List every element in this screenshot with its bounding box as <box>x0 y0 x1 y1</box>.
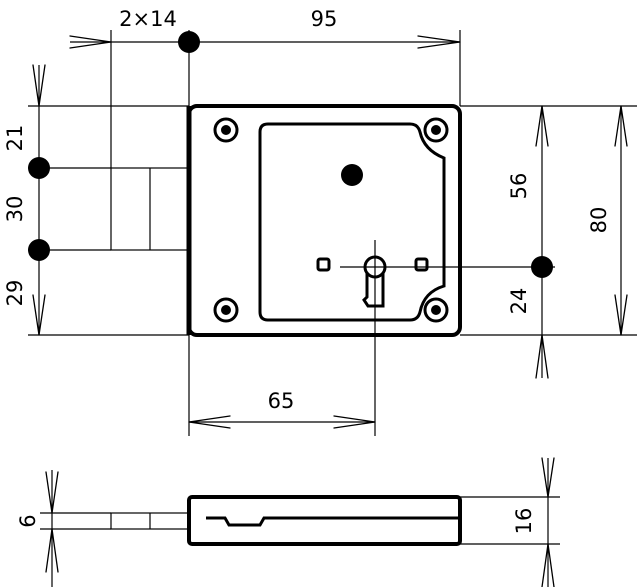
front-view <box>28 30 637 436</box>
side-body <box>187 495 462 546</box>
cover-plate <box>258 122 446 322</box>
screw-bottom-right <box>423 297 449 323</box>
dim-bolt-thickness-label: 6 <box>16 514 40 527</box>
screw-top-right <box>423 117 449 143</box>
dim-pitch-label: 2×14 <box>119 7 177 31</box>
keyhole <box>316 255 429 308</box>
dim-height-label: 80 <box>587 207 611 234</box>
screw-bottom-left <box>213 297 239 323</box>
dim-depth-label: 16 <box>512 508 536 535</box>
dim-bolt-pitch-label: 30 <box>3 196 27 223</box>
side-view <box>40 457 560 587</box>
dim-width-label: 95 <box>311 7 338 31</box>
dim-backset-label: 65 <box>268 389 295 413</box>
dim-bolt-bottom-label: 29 <box>3 280 27 307</box>
dim-bolt-top-label: 21 <box>3 125 27 152</box>
dim-keyhole-label: 24 <box>507 288 531 315</box>
screw-top-left <box>213 117 239 143</box>
follower-hole <box>341 164 363 186</box>
bolt <box>110 167 190 251</box>
side-slot <box>206 516 460 527</box>
dim-follower-label: 56 <box>507 173 531 200</box>
